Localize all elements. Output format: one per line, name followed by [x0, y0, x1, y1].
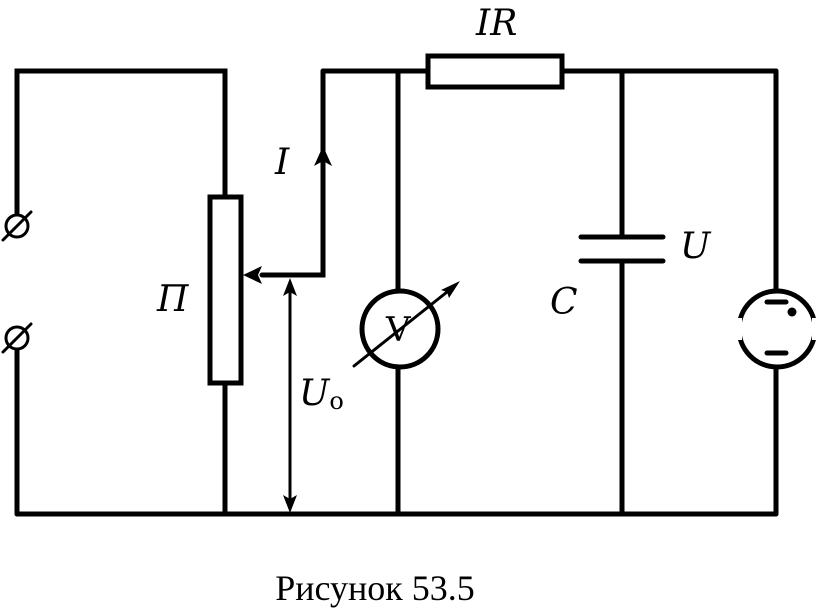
wiper-arrow-icon [243, 266, 262, 284]
terminal-bottom-slash [1, 322, 33, 354]
junctions [222, 68, 625, 517]
current-arrow-icon [314, 146, 332, 166]
voltmeter: V [352, 68, 460, 517]
lamp-gap-left [734, 318, 742, 340]
capacitor-voltage-label: U [680, 226, 712, 267]
lamp-dot [787, 307, 797, 317]
resistor-label: IR [475, 3, 517, 44]
resistor: IR [425, 3, 565, 90]
top-left-wire [14, 68, 228, 216]
voltage-u0-indicator: Uo [283, 278, 344, 513]
voltmeter-needle-arrow-icon [441, 281, 460, 298]
u0-arrow-up-icon [283, 278, 297, 296]
potentiometer-label: П [156, 279, 189, 320]
wiper-wire [259, 68, 326, 278]
voltmeter-needle [352, 290, 449, 368]
figure-caption: Рисунок 53.5 [275, 568, 475, 608]
capacitor: C U [550, 68, 712, 517]
input-terminals [1, 68, 228, 517]
u0-label: Uo [299, 373, 344, 415]
lamp-gap-right [812, 318, 820, 340]
wiper-branch: I [243, 68, 332, 284]
resistor-body [425, 53, 565, 90]
capacitor-label: C [550, 282, 578, 323]
potentiometer: П [156, 194, 244, 517]
u0-arrow-down-icon [283, 495, 297, 513]
potentiometer-body [207, 194, 244, 386]
terminal-top-slash [1, 210, 33, 242]
lamp [734, 68, 820, 517]
current-label: I [274, 142, 290, 183]
